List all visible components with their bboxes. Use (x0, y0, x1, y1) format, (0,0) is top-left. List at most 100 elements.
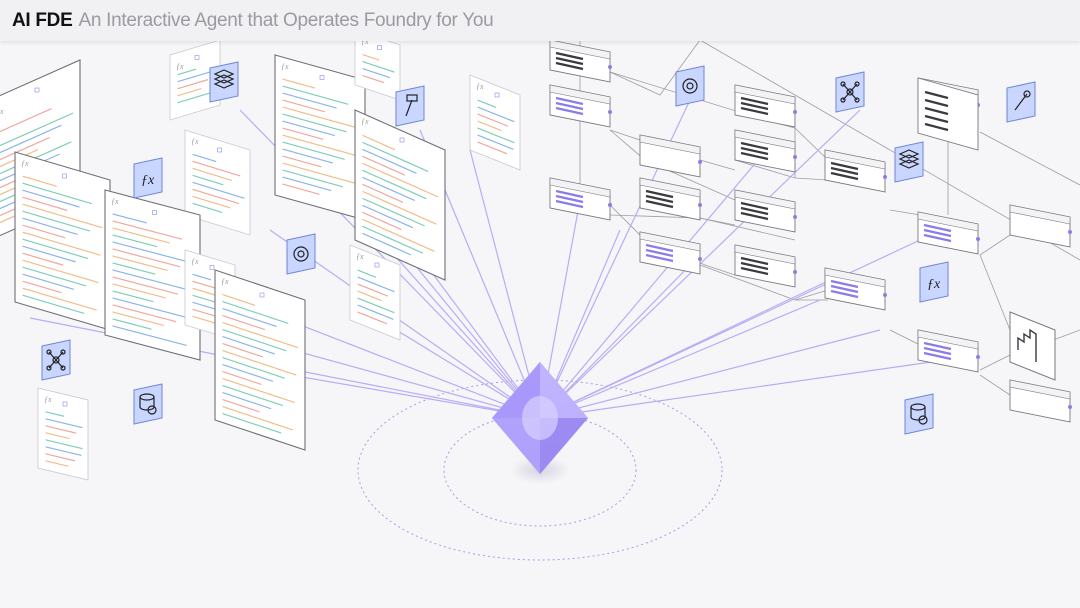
code-line (362, 176, 415, 201)
node-bar (645, 243, 674, 253)
code-line (22, 273, 74, 290)
function-label: ƒx (361, 117, 369, 126)
node-bar (830, 289, 859, 299)
code-line (22, 189, 80, 208)
code-line (362, 232, 412, 256)
code-line (222, 413, 282, 434)
node-bar (555, 101, 584, 111)
function-label: ƒx (361, 37, 369, 46)
node-bar (740, 96, 769, 106)
document-node (917, 77, 979, 151)
code-line (22, 294, 85, 314)
code-line (22, 266, 87, 287)
code-line (192, 153, 217, 163)
code-line (112, 269, 191, 291)
code-line (45, 425, 77, 434)
code-line (362, 225, 423, 254)
node-bar (645, 199, 674, 209)
code-line (22, 238, 89, 259)
code-panel: ƒx (214, 269, 306, 451)
code-line (177, 91, 215, 104)
code-line (222, 315, 265, 331)
code-line (177, 70, 215, 83)
code-line (192, 195, 231, 209)
node-bar (555, 61, 584, 71)
ai-agent-crystal[interactable] (492, 362, 588, 474)
node-bar (923, 223, 952, 233)
code-panel: ƒx (469, 74, 521, 171)
code-line (222, 364, 274, 382)
code-line (357, 290, 382, 301)
code-line (0, 112, 74, 147)
workflow-node (734, 84, 797, 128)
code-line (362, 218, 435, 252)
function-label: ƒx (44, 395, 52, 404)
code-line (282, 162, 355, 184)
code-line (112, 283, 166, 299)
code-line (477, 141, 508, 155)
code-line (112, 304, 177, 323)
code-line (477, 127, 515, 144)
code-line (112, 255, 168, 271)
code-line (222, 336, 275, 355)
node-bar (555, 51, 584, 61)
code-line (22, 280, 62, 294)
code-line (0, 108, 52, 133)
code-line (222, 301, 289, 324)
code-line (22, 203, 103, 229)
code-line (112, 220, 182, 240)
code-line (477, 120, 502, 131)
code-line (177, 79, 209, 90)
node-bar (740, 146, 769, 156)
code-line (282, 113, 347, 133)
code-line (192, 167, 232, 181)
node-bar (830, 171, 859, 181)
code-line (282, 141, 345, 160)
workflow-edges (579, 39, 1080, 396)
code-line (222, 399, 260, 413)
workflow-nodes (549, 39, 1072, 423)
workflow-node (734, 189, 797, 233)
code-line (22, 175, 57, 187)
node-bar (830, 284, 859, 294)
workflow-node (549, 177, 612, 221)
node-bar (555, 199, 584, 209)
code-line (45, 453, 76, 462)
code-line (177, 88, 202, 97)
connection-line (539, 254, 701, 419)
code-line (222, 371, 262, 385)
workflow-node (917, 211, 980, 255)
node-bar (740, 101, 769, 111)
svg-text:ƒx: ƒx (141, 173, 155, 188)
code-line (222, 308, 277, 327)
header-bar: AI FDE An Interactive Agent that Operate… (0, 0, 1080, 41)
node-bar (740, 141, 769, 151)
code-line (45, 411, 65, 417)
code-line (22, 210, 91, 232)
code-line (282, 92, 337, 109)
code-line (282, 78, 316, 89)
code-line (357, 283, 389, 297)
database-icon (133, 383, 163, 425)
code-line (222, 329, 287, 352)
code-line (222, 322, 299, 349)
code-line (222, 392, 272, 410)
code-panel: ƒx (104, 189, 201, 361)
node-bar (740, 266, 769, 276)
code-line (192, 273, 212, 281)
function-label: ƒx (221, 277, 229, 286)
code-line (112, 311, 164, 326)
workflow-node (734, 244, 797, 288)
code-line (112, 325, 187, 346)
code-line (22, 182, 93, 205)
function-label: ƒx (111, 197, 119, 206)
code-line (112, 241, 193, 264)
code-line (222, 350, 297, 376)
code-line (357, 297, 395, 314)
factory-node (1009, 311, 1056, 381)
gear-icon (675, 65, 705, 107)
node-bar (555, 56, 584, 66)
code-line (282, 148, 334, 164)
connection-line (539, 299, 821, 419)
code-line (362, 54, 380, 61)
